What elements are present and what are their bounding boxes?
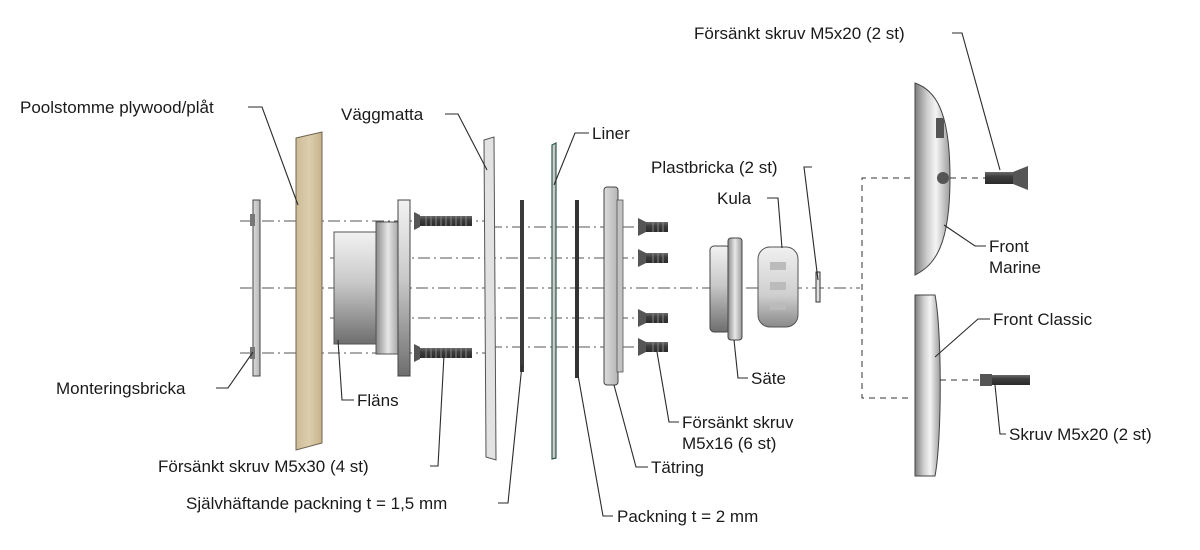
front-bracket	[861, 177, 910, 399]
plastbricka-part	[815, 271, 821, 303]
label-monteringsbricka: Monteringsbricka	[56, 379, 186, 398]
screws-m5x30	[413, 211, 473, 363]
label-forsankt-m5x16-line1: Försänkt skruv	[682, 413, 794, 432]
label-front-marine-line1: Front	[989, 237, 1029, 256]
screw-m5x20-top	[985, 166, 1028, 190]
label-flans: Fläns	[357, 391, 399, 410]
label-poolstomme: Poolstomme plywood/plåt	[20, 98, 214, 117]
label-packning: Packning t = 2 mm	[617, 507, 758, 526]
poolstomme-panel	[295, 131, 323, 451]
label-skruv-m5x20: Skruv M5x20 (2 st)	[1009, 425, 1152, 444]
label-sjalvhaftande-packning: Självhäftande packning t = 1,5 mm	[186, 494, 447, 513]
sate-part	[709, 237, 743, 341]
leader-lines	[216, 32, 1006, 517]
tatring-part	[603, 186, 624, 386]
labels: Poolstomme plywood/plåt Väggmatta Liner …	[20, 24, 1152, 526]
vaggmatta-part	[483, 136, 497, 461]
kula-part	[757, 246, 799, 328]
liner-part	[551, 142, 557, 460]
front-classic-part	[914, 294, 980, 477]
flans-part	[333, 199, 411, 377]
label-vaggmatta: Väggmatta	[341, 105, 424, 124]
label-plastbricka: Plastbricka (2 st)	[651, 158, 778, 177]
label-sate: Säte	[751, 369, 786, 388]
label-kula: Kula	[717, 189, 752, 208]
label-front-marine-line2: Marine	[989, 258, 1041, 277]
label-liner: Liner	[592, 124, 630, 143]
front-marine-part	[914, 82, 985, 276]
screws-m5x16	[637, 217, 669, 357]
label-forsankt-m5x30: Försänkt skruv M5x30 (4 st)	[158, 457, 369, 476]
label-forsankt-m5x16-line2: M5x16 (6 st)	[682, 434, 776, 453]
packning-part	[575, 200, 579, 378]
label-front-classic: Front Classic	[993, 310, 1093, 329]
screw-m5x20-bottom	[980, 374, 1030, 386]
sjalvhaftande-packning-part	[520, 200, 524, 372]
label-forsankt-m5x20: Försänkt skruv M5x20 (2 st)	[694, 24, 905, 43]
label-tatring: Tätring	[651, 458, 704, 477]
